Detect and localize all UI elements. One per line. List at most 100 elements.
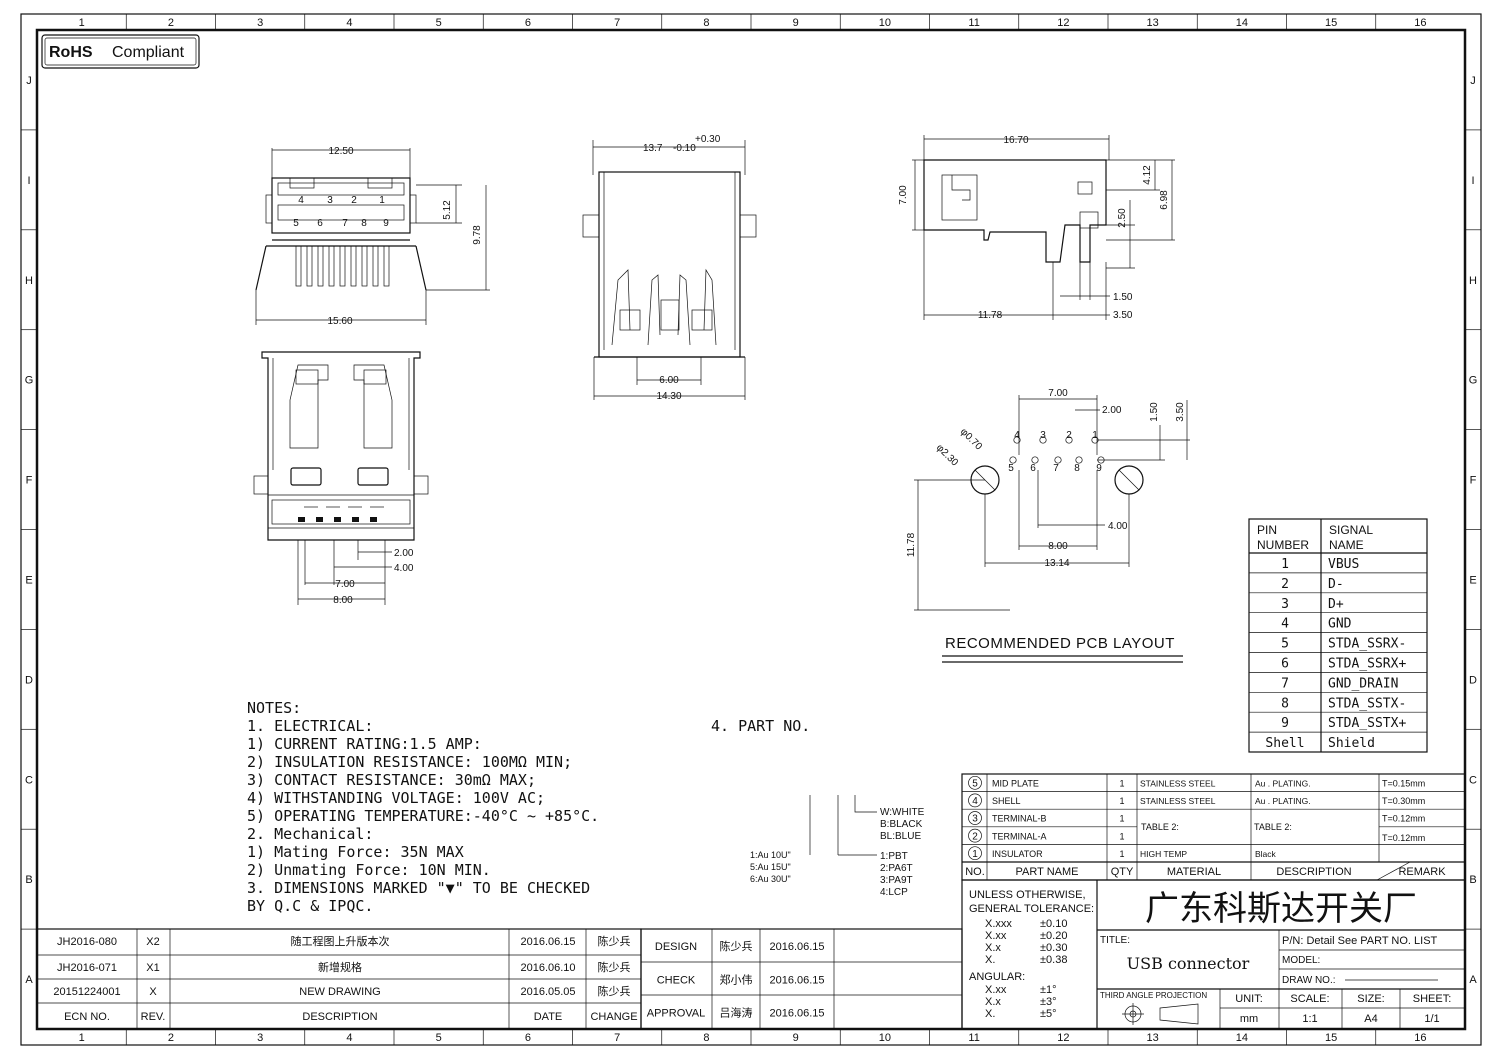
grid-col-top: 7 [614, 17, 620, 29]
bom-item-circle [968, 846, 982, 861]
title-value: USB connector [1127, 954, 1250, 973]
grid-col-bottom: 2 [168, 1032, 174, 1044]
dim-front-h1: 5.12 [442, 200, 453, 220]
bottom-contact-slot [352, 517, 359, 522]
dim-side-tol-plus: +0.30 [695, 134, 721, 145]
rev-cell: 随工程图上升版本次 [291, 934, 390, 948]
front-pin-leg [306, 245, 313, 287]
front-pin-leg [361, 245, 368, 287]
grid-col-top: 9 [793, 17, 799, 29]
dim-right-h4: 2.50 [1117, 208, 1128, 228]
bottom-contact-slot [298, 517, 305, 522]
part-mat-2: 3:PA9T [880, 875, 913, 886]
rev-cell: 2016.05.05 [520, 986, 575, 998]
bom-table2-b: TABLE 2: [1254, 822, 1292, 832]
dim-bot-d4: 8.00 [333, 595, 353, 606]
atol-key: X. [985, 1008, 995, 1020]
pin-number: 8 [1281, 696, 1289, 711]
rev-cell: 新增规格 [318, 960, 362, 974]
grid-col-bottom: 7 [614, 1032, 620, 1044]
pcb-hole-bottom [1031, 456, 1039, 464]
pin-signal: STDA_SSRX- [1328, 637, 1406, 652]
pcb-d-400: 4.00 [1108, 521, 1128, 532]
bom-material: STAINLESS STEEL [1140, 779, 1216, 789]
grid-row-right: F [1470, 475, 1477, 487]
note-line: 3. DIMENSIONS MARKED "▼" TO BE CHECKED [247, 879, 590, 897]
notes-heading: NOTES: [247, 699, 301, 717]
bom-remark: T=0.12mm [1382, 814, 1425, 824]
part-mat-0: 1:PBT [880, 851, 908, 862]
company-name: 广东科斯达开关厂 [1145, 889, 1417, 929]
part-plating-2: 6:Au 30U" [750, 874, 791, 884]
grid-col-bottom: 12 [1057, 1032, 1069, 1044]
pin-signal: VBUS [1328, 557, 1359, 572]
front-pin-8: 8 [361, 218, 367, 229]
projection-label: THIRD ANGLE PROJECTION [1100, 991, 1207, 1000]
sign-cell: 2016.06.15 [769, 974, 824, 986]
bom-header-cell: DESCRIPTION [1276, 866, 1351, 878]
sign-cell: 2016.06.15 [769, 941, 824, 953]
bom-item-no: 5 [972, 779, 978, 790]
bom-remark: T=0.15mm [1382, 779, 1425, 789]
dim-right-d3: 3.50 [1113, 310, 1133, 321]
pcb-hole-top-label: 4 [1014, 430, 1020, 441]
bom-header-cell: PART NAME [1016, 866, 1079, 878]
grid-marks: 1122334455667788991010111112121313141415… [21, 14, 1481, 1045]
pin-signal: GND [1328, 617, 1352, 632]
rohs-rest: Compliant [112, 44, 185, 61]
bom-item-no: 1 [972, 849, 978, 860]
grid-row-right: C [1469, 774, 1477, 786]
bom-part-name: INSULATOR [992, 849, 1043, 859]
pcb-hole-bottom [1075, 456, 1083, 464]
unit-value: mm [1240, 1013, 1258, 1025]
bom-item-circle [968, 775, 982, 790]
grid-col-bottom: 16 [1414, 1032, 1426, 1044]
sign-cell: APPROVAL [647, 1008, 706, 1020]
tol-value: ±0.30 [1040, 942, 1067, 954]
bom-qty: 1 [1119, 814, 1124, 824]
pcb-hole-top-label: 1 [1092, 430, 1098, 441]
grid-row-left: D [25, 674, 33, 686]
front-pin-5: 5 [293, 218, 299, 229]
tol-value: ±0.10 [1040, 918, 1067, 930]
pcb-hole-bottom-label: 7 [1053, 463, 1059, 474]
dim-front-top: 12.50 [328, 146, 353, 157]
bom-remark: T=0.12mm [1382, 833, 1425, 843]
pin-number: 9 [1281, 716, 1289, 731]
front-pin-leg [350, 245, 357, 287]
bottom-contact-slot [316, 517, 323, 522]
bom-qty: 1 [1119, 849, 1124, 859]
pcb-hole-top [1091, 436, 1099, 444]
bom-description: Au . PLATING. [1255, 779, 1311, 789]
part-no-diagram [809, 795, 877, 856]
grid-row-right: D [1469, 674, 1477, 686]
bom-table2-a: TABLE 2: [1141, 822, 1179, 832]
pcb-hole-bottom [1054, 456, 1062, 464]
bom-header-cell: NO. [965, 866, 985, 878]
note-line: 2) INSULATION RESISTANCE: 100MΩ MIN; [247, 753, 572, 771]
side-view: +0.30 13.7 -0.10 6.00 14.30 [582, 134, 757, 402]
grid-col-top: 13 [1147, 17, 1159, 29]
bom-part-name: MID PLATE [992, 779, 1039, 789]
grid-row-right: J [1470, 75, 1476, 87]
front-pin-7: 7 [342, 218, 348, 229]
pcb-hole-bottom [1097, 456, 1105, 464]
dim-bot-d3: 7.00 [335, 579, 355, 590]
sheet-label: SHEET: [1413, 993, 1452, 1005]
title-label: TITLE: [1100, 935, 1130, 946]
grid-col-bottom: 13 [1147, 1032, 1159, 1044]
grid-row-left: C [25, 774, 33, 786]
atol-value: ±3° [1040, 996, 1057, 1008]
projection-symbol-icon [1122, 1003, 1199, 1025]
bom-qty: 1 [1119, 779, 1124, 789]
dim-right-h1: 7.00 [898, 185, 909, 205]
atol-key: X.x [985, 996, 1001, 1008]
front-pin-6: 6 [317, 218, 323, 229]
rev-header-cell: REV. [141, 1011, 166, 1023]
sign-cell: 陈少兵 [720, 939, 753, 953]
bom-qty: 1 [1119, 831, 1124, 841]
rev-cell: 2016.06.10 [520, 962, 575, 974]
atol-key: X.xx [985, 984, 1007, 996]
bom-header-cell: QTY [1111, 866, 1134, 878]
